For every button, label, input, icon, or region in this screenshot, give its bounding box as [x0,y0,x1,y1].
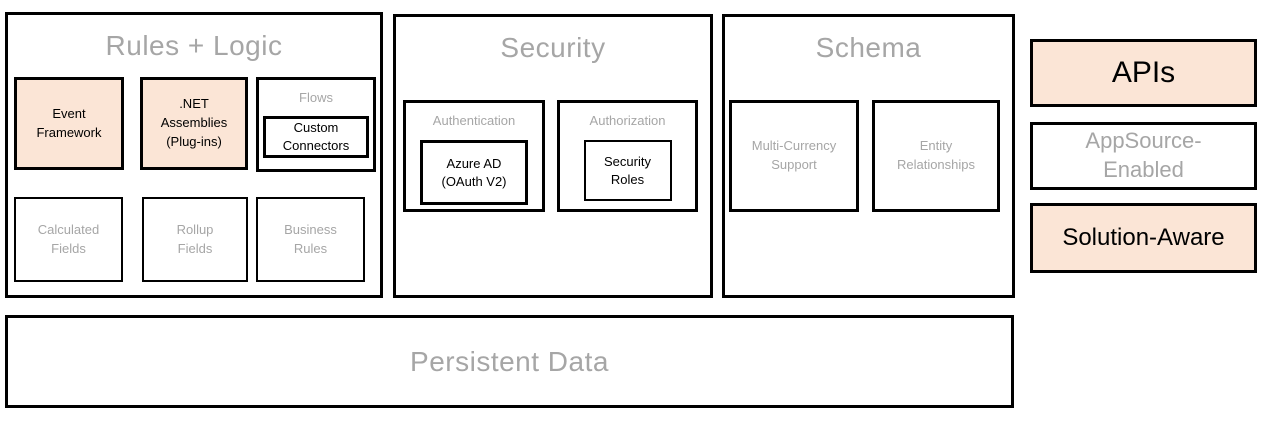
entity-relationships-box: Entity Relationships [872,100,1000,212]
schema-section: Schema Multi-Currency Support Entity Rel… [722,14,1015,298]
business-rules-box: Business Rules [256,197,365,282]
authorization-box: Authorization Security Roles [557,100,698,212]
calculated-fields-box: Calculated Fields [14,197,123,282]
persistent-data-title: Persistent Data [410,345,609,377]
authentication-box: Authentication Azure AD (OAuth V2) [403,100,545,212]
rules-logic-title: Rules + Logic [105,30,283,61]
security-section: Security Authentication Azure AD (OAuth … [393,14,713,298]
schema-title: Schema [815,32,922,63]
authentication-label: Authentication [432,113,516,128]
authorization-label: Authorization [589,113,666,128]
rollup-fields-box: Rollup Fields [142,197,248,282]
appsource-enabled-box: AppSource- Enabled [1030,122,1257,190]
solution-aware-box: Solution-Aware [1030,203,1257,273]
flows-box: Flows Custom Connectors [256,77,376,172]
security-roles-box: Security Roles [583,140,672,201]
apis-box: APIs [1030,39,1257,107]
net-assemblies-box: .NET Assemblies (Plug-ins) [140,77,248,170]
event-framework-box: Event Framework [14,77,124,170]
custom-connectors-box: Custom Connectors [263,116,369,158]
persistent-data-section: Persistent Data [5,315,1014,408]
azure-ad-box: Azure AD (OAuth V2) [420,140,528,205]
multi-currency-box: Multi-Currency Support [729,100,859,212]
rules-logic-section: Rules + Logic Event Framework .NET Assem… [5,12,383,298]
flows-label: Flows [299,90,333,105]
security-title: Security [500,32,606,63]
